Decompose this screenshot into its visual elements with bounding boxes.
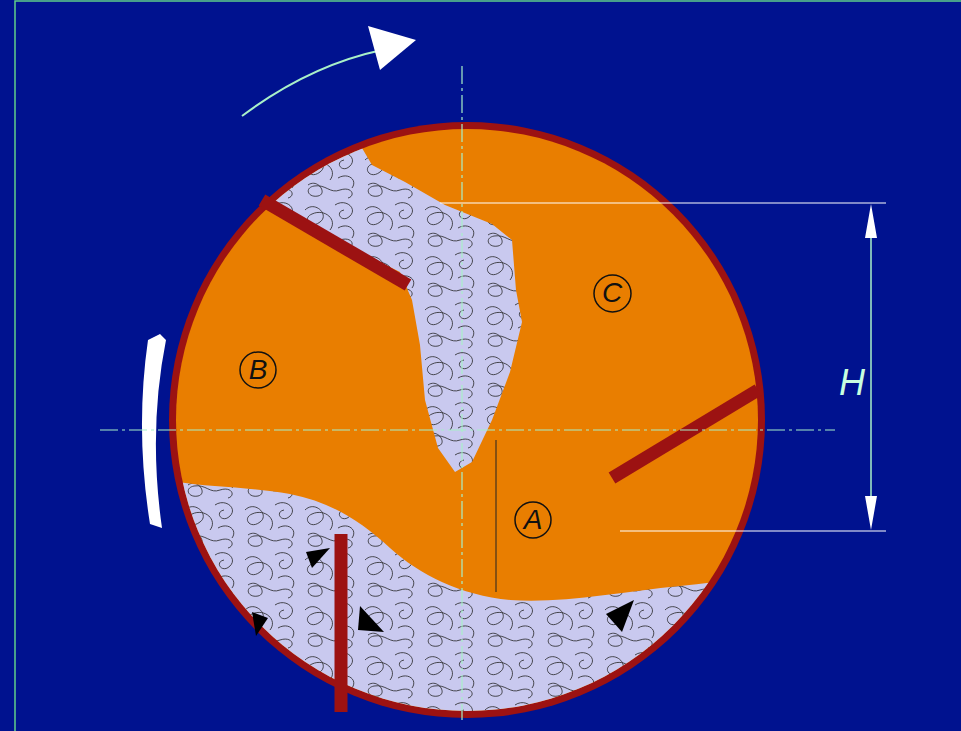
rotation-arrowhead	[368, 26, 416, 70]
dimension-label: H	[837, 365, 867, 401]
motion-arrows	[252, 548, 634, 636]
dimension-lines	[440, 203, 886, 531]
part-letter: A	[524, 506, 543, 534]
baffle	[335, 534, 348, 712]
shoe	[142, 334, 166, 528]
part-letter: B	[249, 356, 268, 384]
circled-letter: B	[239, 351, 277, 389]
rotation-arrow	[242, 50, 382, 116]
part-letter: C	[602, 279, 622, 307]
baffle	[612, 390, 758, 478]
circled-letter: C	[593, 274, 632, 313]
circled-letter: A	[514, 501, 552, 539]
baffle	[262, 200, 408, 285]
dimension-line	[870, 220, 872, 514]
laundry	[150, 120, 790, 731]
center-lines	[100, 66, 835, 720]
